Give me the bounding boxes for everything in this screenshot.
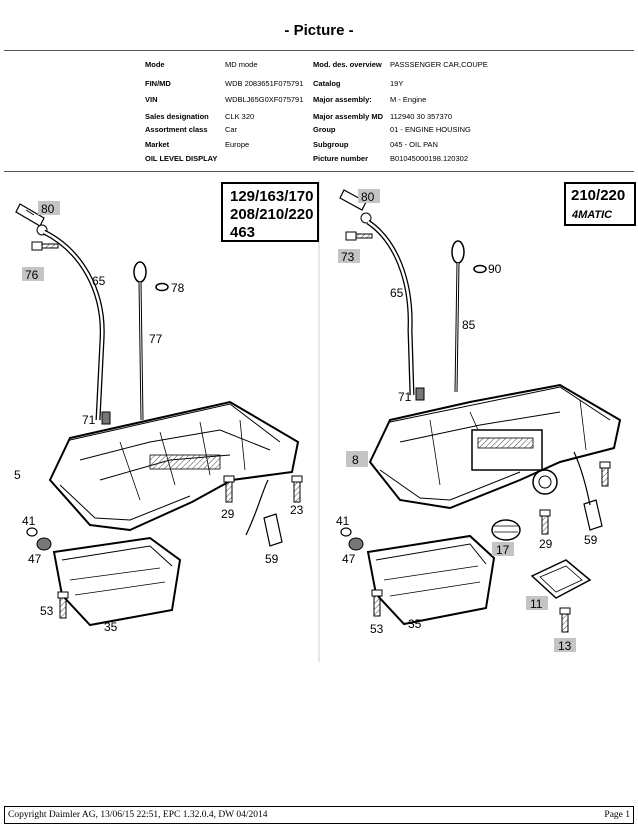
info-value: 01 - ENGINE HOUSING: [390, 125, 471, 134]
info-value: 112940 30 357370: [390, 112, 453, 121]
info-value: WDB 2083651F075791: [225, 79, 304, 88]
part-number: 90: [488, 262, 502, 276]
dipstick-drawing: [133, 261, 147, 421]
part-number: 65: [92, 274, 106, 288]
part-number: 59: [584, 533, 598, 547]
info-label: Group: [313, 125, 336, 134]
info-label: FIN/MD: [145, 79, 171, 88]
bolt-drawing: [31, 241, 59, 251]
part-number: 53: [370, 622, 384, 636]
info-value: Car: [225, 125, 238, 134]
part-number: 85: [462, 318, 476, 332]
info-value: B01045000198.120302: [390, 154, 468, 163]
info-label: Major assembly MD: [313, 112, 384, 121]
info-value: 045 - OIL PAN: [390, 140, 438, 149]
part-number: 76: [25, 268, 39, 282]
page-title: - Picture -: [284, 22, 354, 39]
right-panel: 210/220 4MATIC: [336, 182, 636, 653]
bolt-drawing: [57, 591, 69, 619]
bolt-drawing: [599, 461, 611, 487]
part-number: 8: [352, 453, 359, 467]
copyright-text: Copyright Daimler AG, 13/06/15 22:51, EP…: [8, 810, 268, 820]
page-number: Page 1: [604, 810, 630, 820]
info-value: 19Y: [390, 79, 404, 88]
dipstick-drawing: [451, 240, 465, 393]
info-label: Sales designation: [145, 112, 209, 121]
info-value: Europe: [225, 140, 250, 149]
bolt-drawing: [371, 589, 383, 617]
header-rule: [4, 50, 634, 51]
info-label: Mod. des. overview: [313, 60, 382, 69]
model-label: 463: [230, 224, 255, 241]
part-number: 47: [28, 552, 42, 566]
model-label: 129/163/170: [230, 188, 313, 205]
part-number: 29: [539, 537, 553, 551]
bolt-drawing: [291, 475, 303, 503]
part-number: 78: [171, 281, 185, 295]
part-number: 29: [221, 507, 235, 521]
lower-oil-pan-drawing: [366, 534, 496, 626]
info-label: Major assembly:: [313, 95, 372, 104]
part-number: 71: [82, 413, 96, 427]
left-panel: 129/163/170 208/210/220 463: [14, 182, 319, 634]
parts-diagram: 129/163/170 208/210/220 463: [0, 180, 638, 662]
info-label: Market: [145, 140, 170, 149]
part-number: 13: [558, 639, 572, 653]
part-number: 5: [14, 468, 21, 482]
info-label: OIL LEVEL DISPLAY: [145, 154, 218, 163]
bolt-drawing: [539, 509, 551, 535]
upper-oil-pan-drawing: [368, 383, 622, 510]
part-number: 73: [341, 250, 355, 264]
info-label: Mode: [145, 60, 165, 69]
info-rule: [4, 171, 634, 172]
part-number: 59: [265, 552, 279, 566]
bolt-drawing: [223, 475, 235, 503]
info-label: Assortment class: [145, 125, 208, 134]
part-number: 17: [496, 543, 510, 557]
model-label: 210/220: [571, 187, 625, 204]
upper-oil-pan-drawing: [48, 400, 300, 532]
info-value: MD mode: [225, 60, 258, 69]
model-label: 208/210/220: [230, 206, 313, 223]
part-number: 35: [408, 617, 422, 631]
bolt-drawing: [559, 607, 571, 633]
part-number: 11: [530, 597, 543, 611]
part-number: 80: [361, 190, 375, 204]
part-number: 23: [290, 503, 304, 517]
part-number: 53: [40, 604, 54, 618]
info-label: Subgroup: [313, 140, 349, 149]
part-number: 65: [390, 286, 404, 300]
footer: Copyright Daimler AG, 13/06/15 22:51, EP…: [4, 806, 634, 824]
part-number: 71: [398, 390, 412, 404]
part-number: 35: [104, 620, 118, 634]
info-value: M - Engine: [390, 95, 427, 104]
info-label: VIN: [145, 95, 158, 104]
info-label: Catalog: [313, 79, 341, 88]
info-label: Picture number: [313, 154, 369, 163]
info-value: PASSSENGER CAR,COUPE: [390, 60, 488, 69]
part-number: 41: [22, 514, 36, 528]
part-number: 41: [336, 514, 350, 528]
part-number: 77: [149, 332, 163, 346]
info-value: CLK 320: [225, 112, 255, 121]
part-number: 80: [41, 202, 55, 216]
info-value: WDBLJ65G0XF075791: [225, 95, 304, 104]
bolt-drawing: [345, 231, 373, 241]
model-label: 4MATIC: [571, 209, 613, 221]
part-number: 47: [342, 552, 356, 566]
